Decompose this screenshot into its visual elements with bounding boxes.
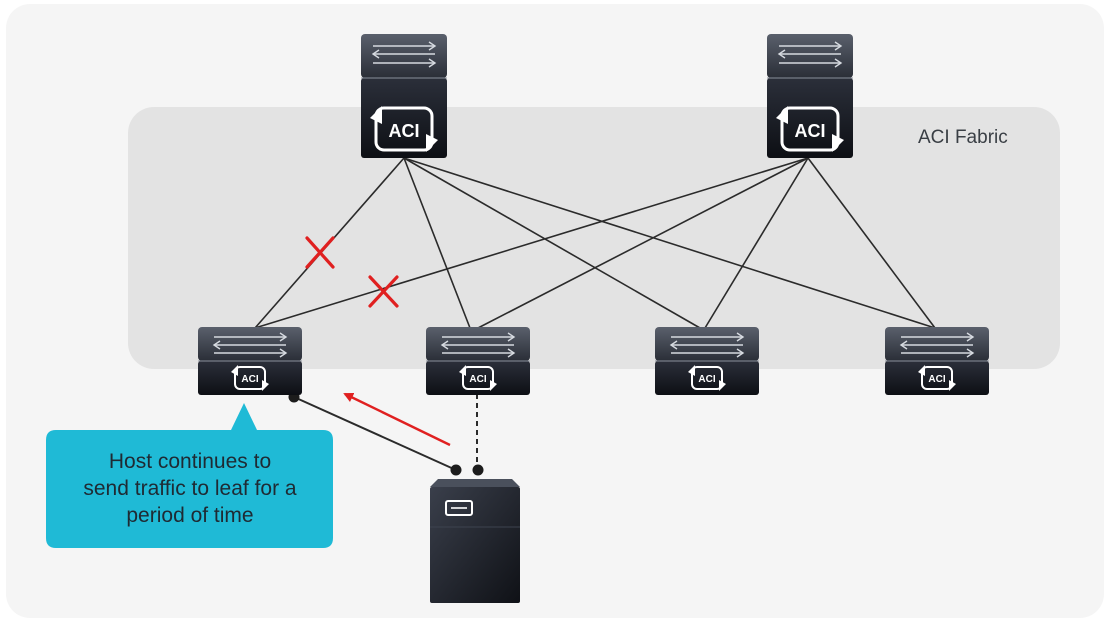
callout-line-2: send traffic to leaf for a [83,477,297,500]
aci-badge-icon: ACI [918,365,956,391]
leaf-switch: ACI [198,327,302,395]
switch-top-face [361,34,447,78]
switch-body [198,361,302,395]
svg-text:ACI: ACI [928,374,945,385]
server-top-face [430,479,520,487]
svg-text:ACI: ACI [698,374,715,385]
switch-body [885,361,989,395]
switch-top-face [885,327,989,361]
spine-switch: ACI [361,34,447,158]
aci-badge-icon: ACI [688,365,726,391]
host-link-active [293,396,457,471]
switch-top-face [767,34,853,78]
link-endpoint [472,464,484,476]
link-spine1-leaf4 [403,157,936,329]
switch-body [361,78,447,158]
traffic-arrows-icon [899,332,975,358]
aci-badge-icon: ACI [776,106,844,152]
link-endpoint [450,464,462,476]
switch-top-face [655,327,759,361]
svg-text:ACI: ACI [389,121,420,141]
fabric-region [128,107,1060,369]
callout-bubble: Host continues to send traffic to leaf f… [46,403,333,548]
switch-top-face [426,327,530,361]
link-failure-icon [305,236,335,269]
server-body [430,487,520,603]
link-spine2-leaf1 [254,157,809,329]
aci-badge-icon: ACI [370,106,438,152]
svg-text:ACI: ACI [469,374,486,385]
traffic-arrows-icon [212,332,288,358]
callout-line-1: Host continues to [109,450,271,473]
link-spine2-leaf4 [807,157,936,329]
switch-top-face [198,327,302,361]
callout-line-3: period of time [126,504,253,527]
traffic-arrows-icon [669,332,745,358]
leaf-switch: ACI [885,327,989,395]
traffic-arrows-icon [371,41,437,68]
svg-text:ACI: ACI [241,374,258,385]
aci-badge-icon: ACI [231,365,269,391]
link-spine1-leaf2 [403,157,471,329]
link-spine2-leaf2 [477,157,809,329]
leaf-switch: ACI [426,327,530,395]
fabric-label: ACI Fabric [918,127,1008,148]
spine-switch: ACI [767,34,853,158]
traffic-arrow [343,392,451,447]
fabric-links [254,157,936,329]
drive-bay-icon [445,500,473,516]
host-server [430,479,520,603]
switch-body [655,361,759,395]
traffic-arrows-icon [777,41,843,68]
switch-body [767,78,853,158]
leaf-switch: ACI [655,327,759,395]
link-failure-icon [368,275,399,308]
aci-badge-icon: ACI [459,365,497,391]
svg-text:ACI: ACI [795,121,826,141]
link-spine1-leaf3 [403,157,701,329]
switch-body [426,361,530,395]
link-spine2-leaf3 [704,157,809,329]
traffic-arrows-icon [440,332,516,358]
